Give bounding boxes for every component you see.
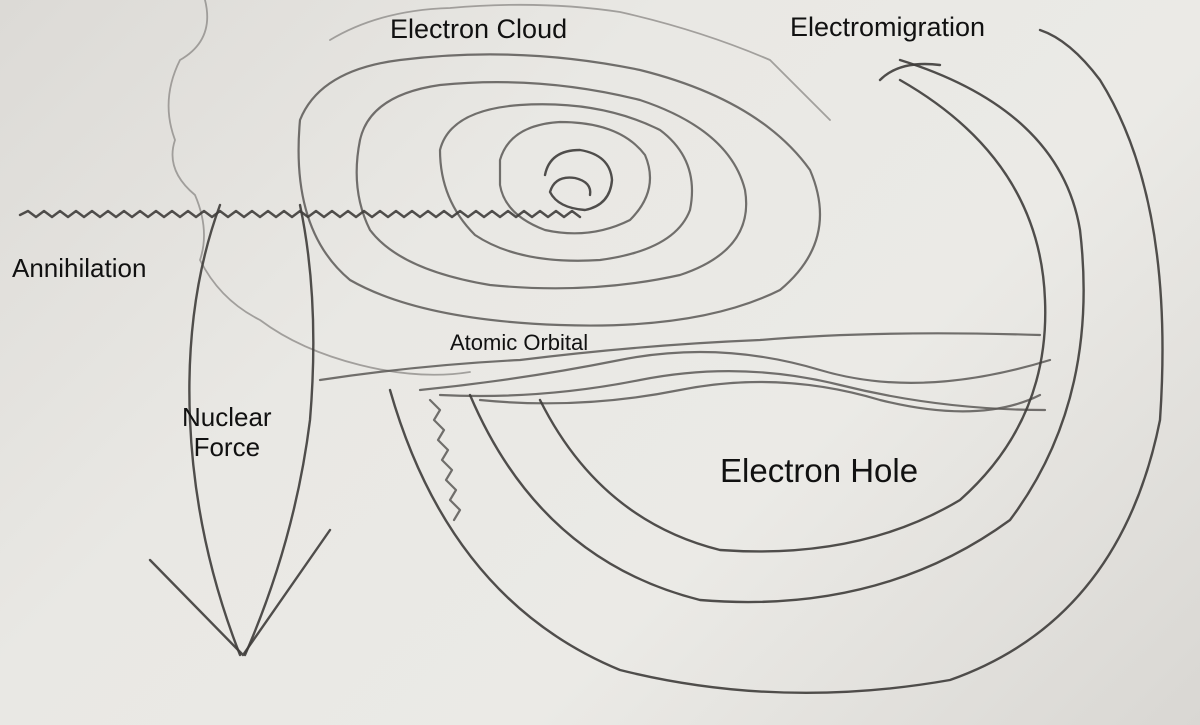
cloud-ring-4 [297, 53, 822, 327]
cloud-ring-1 [498, 120, 652, 235]
orbital-wave-3 [438, 370, 1047, 412]
nuclear-force-right-curve [243, 203, 315, 657]
nuclear-force-left-curve [188, 203, 242, 657]
label-electromigration: Electromigration [790, 12, 986, 42]
hole-band-outer [388, 28, 1164, 695]
cloud-ring-2 [438, 103, 694, 262]
electromigration-arrow-tip [878, 62, 942, 82]
orbital-wave-4 [478, 380, 1042, 413]
label-electron-hole: Electron Hole [720, 452, 919, 489]
hole-zigzag [428, 398, 462, 522]
label-atomic-orbital: Atomic Orbital [450, 330, 589, 355]
cloud-outer-boundary [167, 0, 471, 376]
cloud-ring-core [543, 148, 614, 212]
cloud-ring-3 [355, 81, 748, 290]
label-electron-cloud: Electron Cloud [390, 14, 568, 44]
hole-band-inner [538, 78, 1047, 553]
nuclear-force-arrowhead [148, 528, 332, 657]
annihilation-squiggle [18, 209, 582, 219]
label-nuclear-force: Nuclear Force [182, 402, 272, 462]
orbital-wave-1 [318, 332, 1042, 382]
hole-band-middle [468, 58, 1085, 604]
cloud-upper-boundary [329, 3, 831, 121]
label-nuclear-force-line1: Nuclear [182, 402, 272, 432]
label-annihilation: Annihilation [12, 253, 147, 283]
orbital-wave-2 [418, 350, 1052, 392]
label-nuclear-force-line2: Force [193, 432, 261, 462]
